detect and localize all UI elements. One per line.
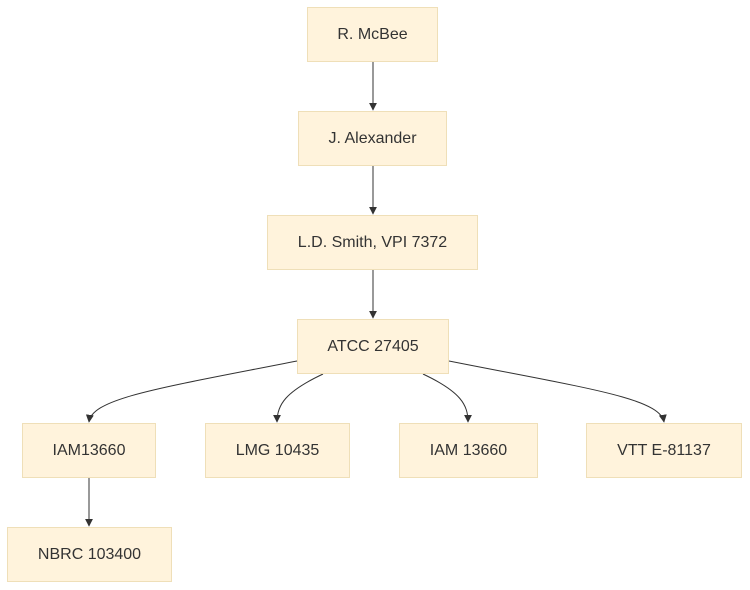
node-label: IAM 13660 — [429, 441, 508, 459]
node-label: ATCC 27405 — [327, 337, 419, 355]
node-label: IAM13660 — [52, 441, 126, 459]
node-label: J. Alexander — [328, 129, 417, 147]
node-atcc-27405: ATCC 27405 — [297, 319, 449, 374]
node-label: R. McBee — [337, 25, 408, 43]
node-vtt-e-81137: VTT E-81137 — [586, 423, 742, 478]
node-ld-smith-vpi-7372: L.D. Smith, VPI 7372 — [267, 215, 478, 270]
edge-atcc-iam13660b — [422, 373, 472, 423]
node-lmg-10435: LMG 10435 — [205, 423, 350, 478]
edge-atcc-iam13660a — [85, 360, 298, 423]
node-label: LMG 10435 — [235, 441, 320, 459]
node-r-mcbee: R. McBee — [307, 7, 438, 62]
node-iam-13660: IAM 13660 — [399, 423, 538, 478]
node-j-alexander: J. Alexander — [298, 111, 447, 166]
node-label: L.D. Smith, VPI 7372 — [297, 233, 448, 251]
edge-atcc-lmg — [273, 373, 324, 423]
node-label: VTT E-81137 — [617, 441, 711, 459]
edge-atcc-vtt — [448, 360, 667, 423]
node-label: NBRC 103400 — [37, 545, 142, 563]
node-iam13660: IAM13660 — [22, 423, 156, 478]
node-nbrc-103400: NBRC 103400 — [7, 527, 172, 582]
